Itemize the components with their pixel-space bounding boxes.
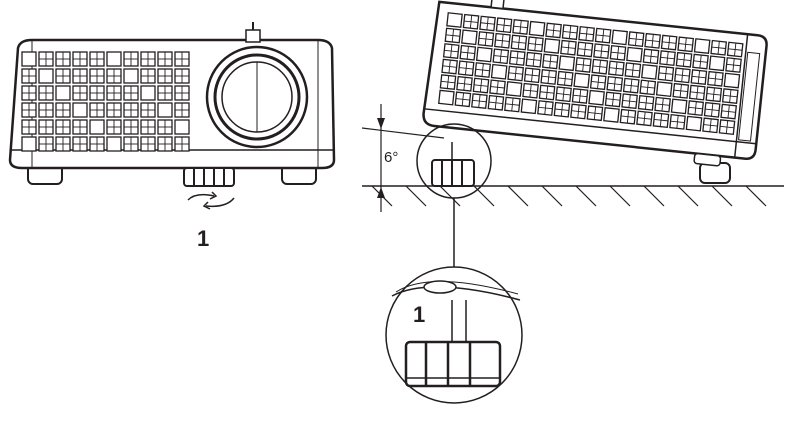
side-top-knob bbox=[490, 0, 506, 10]
ground-surface bbox=[362, 185, 784, 207]
projector-side-view-tilted bbox=[422, 0, 768, 187]
front-adjustable-foot bbox=[183, 167, 235, 187]
tilt-angle-indicator bbox=[361, 104, 445, 212]
zoomed-foot-detail bbox=[391, 280, 521, 388]
callout-number-front: 1 bbox=[197, 226, 210, 251]
front-vent-grille bbox=[21, 51, 190, 152]
callout-number-zoom: 1 bbox=[413, 302, 426, 327]
projector-front-view bbox=[8, 22, 336, 210]
side-adjustable-foot bbox=[431, 142, 475, 187]
side-foot-small bbox=[693, 152, 722, 167]
tilt-angle-label: 6° bbox=[384, 149, 399, 166]
side-vent-grille bbox=[438, 12, 744, 135]
front-top-knob bbox=[245, 29, 261, 43]
ground-hatching bbox=[371, 185, 767, 207]
detail-zoom bbox=[385, 123, 523, 404]
rotate-arrows-icon bbox=[187, 191, 235, 210]
